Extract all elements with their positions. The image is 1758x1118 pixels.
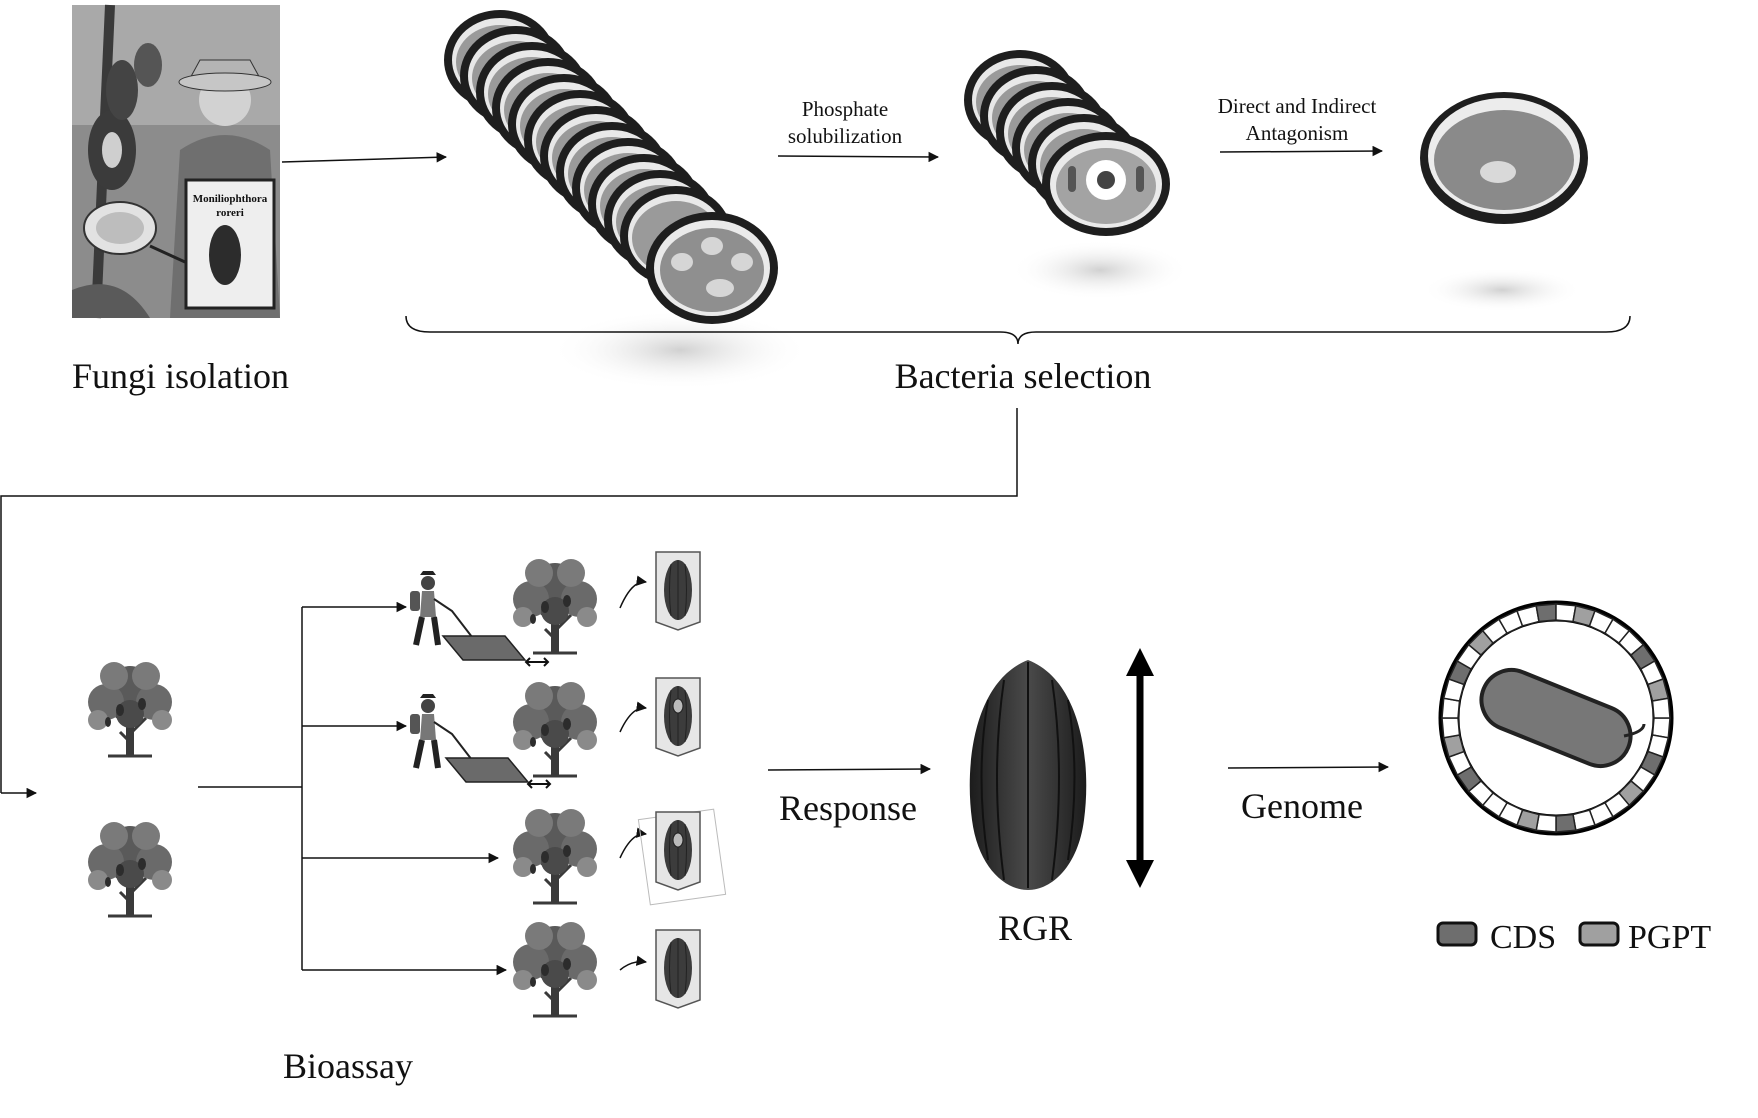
clipboard-label-line2: roreri [216,207,244,219]
genome-ring-segment [1535,603,1557,623]
cacao-tree-top [86,660,174,758]
cacao-pod-card-row-3 [637,808,727,906]
bioassay-title: Bioassay [283,1046,413,1086]
response-label: Response [779,788,917,828]
bioassay-branches [198,601,508,976]
bacteria-selection-brace [405,315,1631,345]
arrow-phosphate [777,151,940,163]
cacao-pod-icon [969,660,1087,890]
curved-arrow-row-4 [619,955,648,971]
sprayer-row-2 [410,694,552,789]
phosphate-label-line1: Phosphate [802,97,888,121]
genome-label: Genome [1241,786,1363,826]
cacao-tree-bottom [86,820,174,918]
double-arrow-icon [1126,648,1154,888]
arrow-response [767,763,932,775]
cacao-pod-card-row-1 [655,551,701,631]
cacao-pod-card-row-4 [655,929,701,1009]
antagonism-label-line2: Antagonism [1246,121,1349,145]
single-petri-dish [1420,92,1588,312]
legend-cds-swatch [1436,921,1478,947]
cacao-tree-row-2 [511,680,599,778]
fungi-isolation-title: Fungi isolation [72,356,289,396]
antagonism-label-line1: Direct and Indirect [1218,94,1377,118]
arrow-antagonism [1219,145,1384,157]
sprayer-row-1 [410,571,550,667]
cacao-tree-row-1 [511,557,599,655]
petri-dish-stack-antagonism [964,50,1190,300]
legend-cds-label: CDS [1490,919,1556,956]
genome-ring-segment [1651,697,1671,719]
genome-ring-segment [1555,813,1577,833]
genome-map-icon [1438,600,1674,836]
connector-line [0,408,1018,793]
phosphate-label-line2: solubilization [788,124,903,148]
legend: CDS PGPT [1436,919,1711,956]
genome-ring-segment [1441,717,1461,739]
bacteria-selection-title: Bacteria selection [895,356,1152,396]
legend-pgpt-swatch [1578,921,1620,947]
cacao-tree-row-4 [511,920,599,1018]
curved-arrow-row-2 [619,701,648,733]
arrow-genome [1227,761,1390,773]
curved-arrow-row-3 [619,827,648,859]
legend-pgpt-label: PGPT [1628,919,1711,956]
cacao-pod-card-row-2 [655,677,701,757]
arrow-to-bacteria [281,152,448,163]
cacao-tree-row-3 [511,807,599,905]
petri-dish-stack-phosphate [444,10,810,390]
rgr-label: RGR [998,908,1072,948]
fungi-isolation-illustration: Moniliophthora roreri [72,4,280,319]
clipboard-label-line1: Moniliophthora [193,193,268,205]
curved-arrow-row-1 [619,575,648,609]
